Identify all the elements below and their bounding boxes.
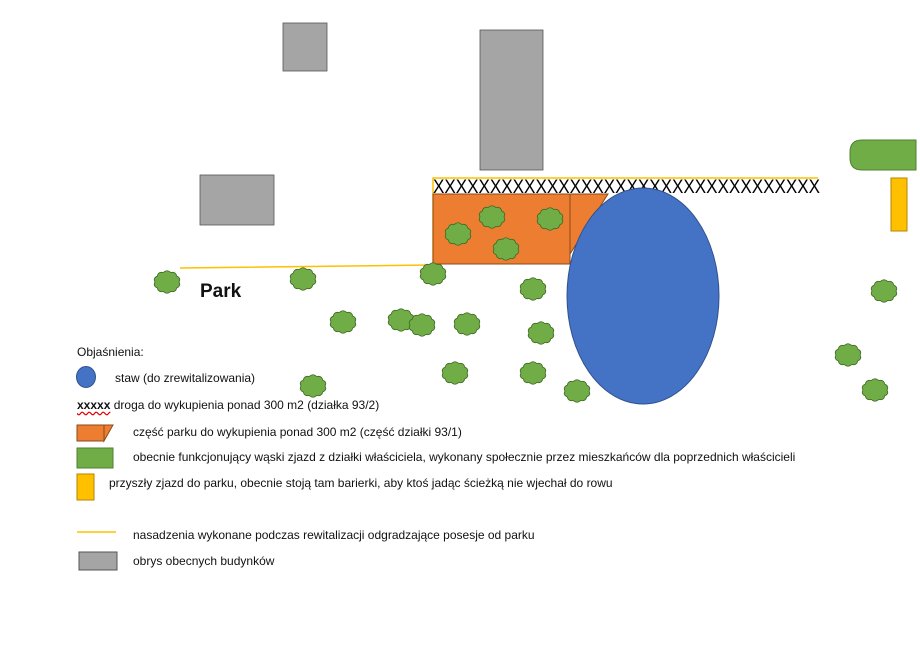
legend-yellow-icon [76, 473, 95, 501]
tree-icon [834, 343, 862, 367]
tree-icon [478, 205, 506, 229]
tree-icon [419, 262, 447, 286]
legend-road-symbol: xxxxx [77, 398, 111, 412]
road-marks: XXXXXXXXXXXXXXXXXXXXXXXXXXXXXXXXXX [433, 177, 820, 198]
tree-icon [387, 308, 415, 332]
legend-pond-icon [76, 366, 96, 388]
legend-item-orange: część parku do wykupienia ponad 300 m2 (… [133, 425, 462, 439]
legend-item-road-text: droga do wykupienia ponad 300 m2 (działk… [113, 398, 380, 412]
tree-icon [519, 361, 547, 385]
tree-icon [153, 270, 181, 294]
legend-item-yellow: przyszły zjazd do parku, obecnie stoją t… [109, 476, 613, 490]
tree-icon [329, 310, 357, 334]
tree-icon [861, 378, 889, 402]
pond [566, 187, 720, 405]
building [199, 174, 275, 226]
legend-gray-icon [78, 551, 118, 571]
legend-item-gray: obrys obecnych budynków [133, 554, 275, 568]
tree-icon [441, 361, 469, 385]
tree-icon [519, 277, 547, 301]
building [479, 29, 544, 171]
legend-title: Objaśnienia: [77, 345, 144, 359]
legend-green-icon [76, 447, 114, 469]
future-entrance [890, 177, 908, 232]
park-label: Park [200, 281, 242, 302]
tree-icon [536, 207, 564, 231]
legend-orange-wedge-icon [103, 424, 114, 443]
legend-item-line: nasadzenia wykonane podczas rewitalizacj… [133, 528, 535, 542]
legend-item-pond: staw (do zrewitalizowania) [115, 371, 256, 385]
existing-driveway [849, 139, 917, 171]
building [282, 22, 328, 72]
legend-item-green: obecnie funkcjonujący wąski zjazd z dzia… [133, 450, 796, 464]
tree-icon [299, 374, 327, 398]
tree-icon [289, 267, 317, 291]
legend-item-road: xxxxx droga do wykupienia ponad 300 m2 (… [77, 398, 379, 412]
tree-icon [870, 279, 898, 303]
tree-icon [408, 313, 436, 337]
legend-orange-icon [76, 424, 105, 442]
tree-icon [453, 312, 481, 336]
tree-icon [492, 237, 520, 261]
tree-icon [527, 321, 555, 345]
tree-icon [444, 222, 472, 246]
tree-icon [563, 379, 591, 403]
